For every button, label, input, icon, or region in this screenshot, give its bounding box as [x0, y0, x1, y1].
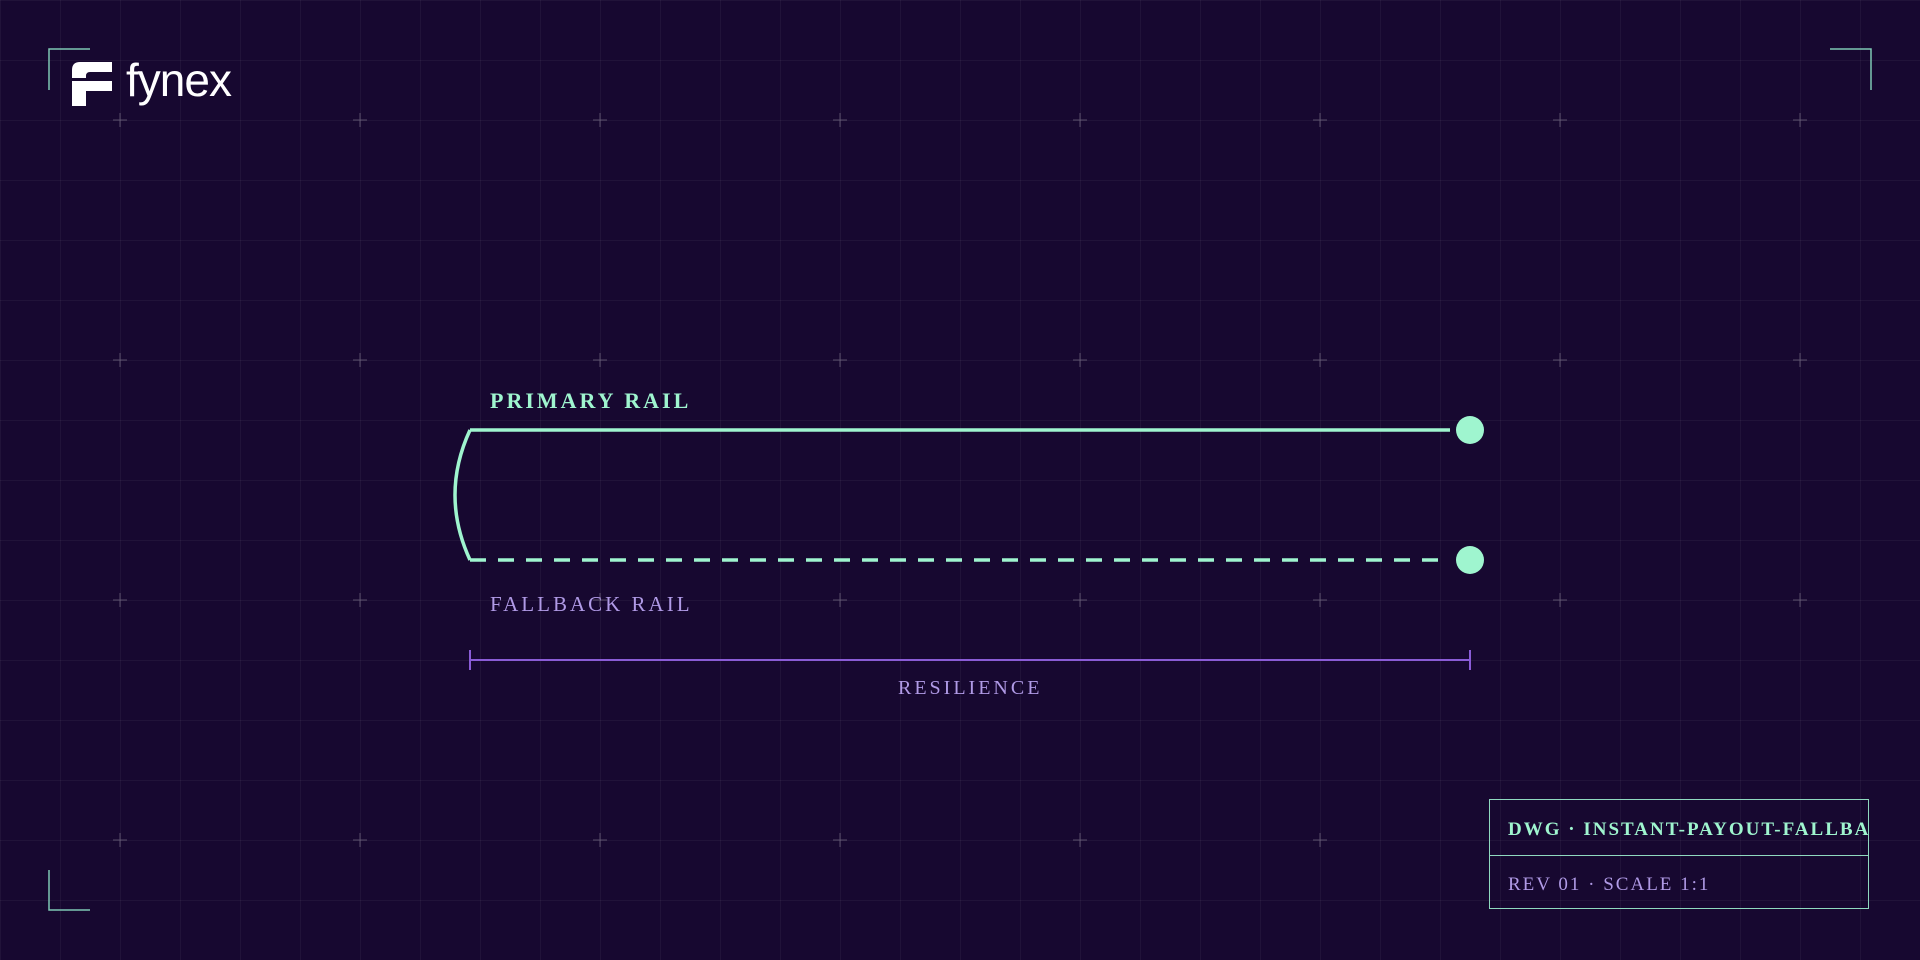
- plus-mark: [113, 113, 127, 127]
- title-block: DWG · INSTANT-PAYOUT-FALLBAC REV 01 · SC…: [1489, 799, 1869, 909]
- plus-mark: [833, 593, 847, 607]
- plus-mark: [833, 833, 847, 847]
- plus-mark: [353, 113, 367, 127]
- fallback-rail-label: FALLBACK RAIL: [490, 592, 693, 616]
- plus-mark: [1073, 833, 1087, 847]
- failover-arc: [453, 429, 472, 561]
- plus-mark: [833, 113, 847, 127]
- corner-bracket-bottom-left: [48, 870, 90, 911]
- plus-mark: [1553, 353, 1567, 367]
- resilience-dimension: [469, 650, 1471, 670]
- plus-mark: [1073, 593, 1087, 607]
- plus-mark: [593, 593, 607, 607]
- primary-rail-label: PRIMARY RAIL: [490, 388, 692, 413]
- corner-bracket-top-right: [1830, 48, 1872, 90]
- plus-mark: [353, 353, 367, 367]
- plus-mark: [833, 353, 847, 367]
- plus-mark: [113, 833, 127, 847]
- plus-mark: [1793, 593, 1807, 607]
- plus-mark: [353, 833, 367, 847]
- plus-mark: [353, 593, 367, 607]
- registration-marks: [113, 113, 1807, 847]
- revision-scale: REV 01 · SCALE 1:1: [1508, 874, 1711, 895]
- plus-mark: [113, 593, 127, 607]
- plus-mark: [1313, 593, 1327, 607]
- title-block-row: [1490, 800, 1868, 856]
- plus-mark: [1073, 113, 1087, 127]
- resilience-label: RESILIENCE: [898, 677, 1043, 699]
- fallback-rail-endpoint: [1456, 546, 1484, 574]
- plus-mark: [1313, 833, 1327, 847]
- plus-mark: [1313, 113, 1327, 127]
- plus-mark: [1553, 113, 1567, 127]
- primary-rail-endpoint: [1456, 416, 1484, 444]
- corner-bracket-top-left: [48, 48, 90, 90]
- plus-mark: [593, 353, 607, 367]
- brand-logo[interactable]: fynex: [72, 57, 232, 106]
- plus-mark: [1793, 113, 1807, 127]
- drawing-id: DWG · INSTANT-PAYOUT-FALLBAC: [1508, 819, 1869, 840]
- plus-mark: [113, 353, 127, 367]
- plus-mark: [1793, 353, 1807, 367]
- plus-mark: [593, 113, 607, 127]
- fynex-logo-icon: [72, 62, 112, 106]
- plus-mark: [1073, 353, 1087, 367]
- plus-mark: [1313, 353, 1327, 367]
- brand-name: fynex: [126, 54, 232, 106]
- plus-mark: [1553, 593, 1567, 607]
- corner-brackets: [48, 48, 1872, 911]
- plus-mark: [593, 833, 607, 847]
